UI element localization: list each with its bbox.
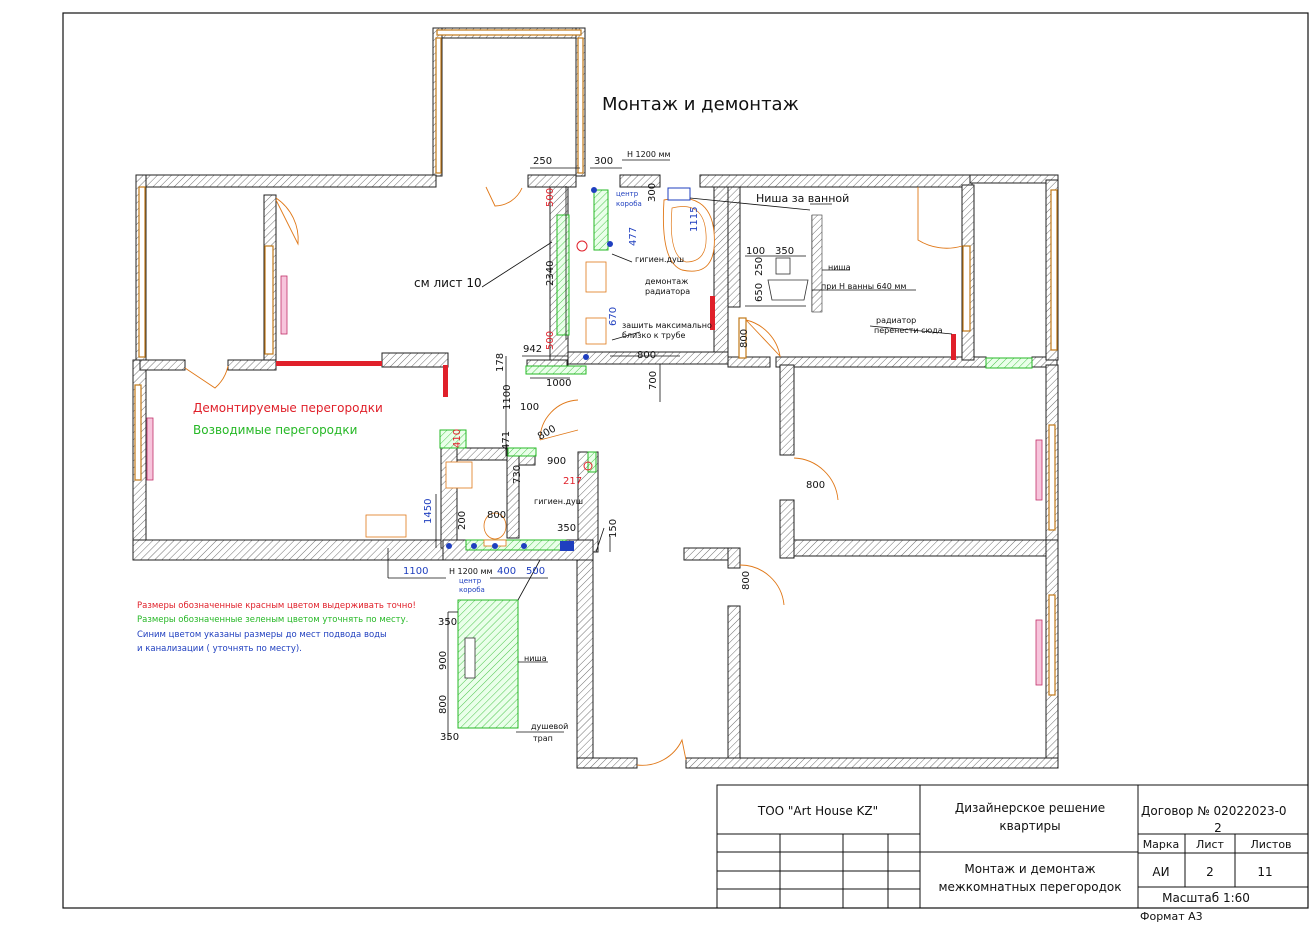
callout-box-center-2: короба [616, 200, 642, 208]
dim-label: 471 [501, 431, 512, 450]
note-green: Размеры обозначенные зеленым цветом уточ… [137, 615, 408, 625]
paper-format: Формат А3 [1140, 910, 1203, 923]
dim-label: 300 [647, 183, 658, 202]
sheet-frame [62, 12, 1309, 909]
legend-demolished: Демонтируемые перегородки [193, 401, 383, 415]
dim-label: Н 1200 мм [627, 150, 671, 159]
dim-label: 350 [438, 617, 457, 628]
callout-radiator: радиатор [876, 316, 916, 325]
dim-label: 200 [457, 511, 468, 530]
dim-label: 300 [594, 156, 613, 167]
dim-label: 217 [563, 476, 582, 487]
walls [132, 27, 1059, 769]
dim-label: 178 [495, 353, 506, 372]
callout-hygienic-shower: гигиен.душ [635, 255, 684, 264]
legend: Демонтируемые перегородки Возводимые пер… [193, 401, 383, 437]
callout-hygienic-shower-2: гигиен.душ [534, 497, 583, 506]
dim-label: 150 [608, 519, 619, 538]
dim-label: 800 [806, 480, 825, 491]
dim-label: 1450 [423, 499, 434, 524]
callout-shower-drain-2: трап [533, 734, 553, 743]
sheet-title: Монтаж и демонтаж [602, 94, 799, 115]
drawing-title-2: межкомнатных перегородок [938, 880, 1121, 894]
callouts: см лист 10 Ниша за ванной ниша при Н ван… [414, 190, 943, 743]
note-blue-2: и канализации ( уточнять по месту). [137, 644, 302, 654]
dim-label: 1115 [689, 207, 700, 232]
mark-value: АИ [1152, 865, 1169, 879]
contract-number-1: Договор № 02022023-0 [1141, 804, 1287, 818]
dim-label: 2340 [545, 261, 556, 286]
note-red: Размеры обозначенные красным цветом выде… [137, 601, 416, 611]
callout-shower-drain: душевой [531, 722, 568, 731]
dim-label: 900 [547, 456, 566, 467]
dim-label: 800 [536, 424, 558, 443]
dim-label: 500 [545, 188, 556, 207]
callout-box-center: центр [616, 190, 639, 198]
dim-label: 350 [775, 246, 794, 257]
dim-label: 500 [526, 566, 545, 577]
dim-label: 410 [452, 429, 463, 448]
door-swings [184, 186, 963, 766]
fixtures [365, 187, 823, 679]
dim-label: 100 [520, 402, 539, 413]
dim-label: 800 [637, 350, 656, 361]
dim-label: 100 [746, 246, 765, 257]
dim-label: 1000 [546, 378, 571, 389]
dim-label: 942 [523, 344, 542, 355]
callout-box-center-b2: короба [459, 586, 485, 594]
drawing-title-1: Монтаж и демонтаж [964, 862, 1095, 876]
header-sheet: Лист [1196, 838, 1224, 851]
callout-dismantle-radiator: демонтаж [645, 277, 688, 286]
dim-label: 477 [628, 227, 639, 246]
callout-niche: ниша [828, 263, 851, 272]
dim-label: 800 [438, 695, 449, 714]
dimension-lines [387, 159, 953, 740]
dim-label: 400 [497, 566, 516, 577]
dim-label: 350 [440, 732, 459, 743]
scale: Масштаб 1:60 [1162, 891, 1250, 905]
color-notes: Размеры обозначенные красным цветом выде… [137, 601, 416, 654]
dim-label: 900 [438, 651, 449, 670]
callout-see-sheet: см лист 10 [414, 276, 482, 290]
project-title-2: квартиры [999, 819, 1060, 833]
callout-dismantle-radiator-2: радиатора [645, 287, 690, 296]
note-blue-1: Синим цветом указаны размеры до мест под… [137, 630, 387, 640]
windows [134, 29, 1058, 696]
title-block: ТОО "Art House KZ" Дизайнерское решение … [716, 784, 1309, 909]
dim-label: 800 [487, 510, 506, 521]
callout-h1200: Н 1200 мм [449, 567, 493, 576]
callout-niche-shower: ниша [524, 654, 547, 663]
dim-label: 500 [545, 331, 556, 350]
callout-bath-height: при Н ванны 640 мм [821, 282, 906, 291]
sheets-total: 11 [1257, 865, 1272, 879]
dim-label: 350 [557, 523, 576, 534]
dimension-labels: 250 300 Н 1200 мм 500 300 2340 500 477 1… [403, 150, 825, 743]
callout-sew-close-2: близко к трубе [622, 331, 686, 340]
legend-built: Возводимые перегородки [193, 423, 357, 437]
company-name: ТОО "Art House KZ" [757, 804, 878, 818]
project-title-1: Дизайнерское решение [955, 801, 1105, 815]
dim-label: 730 [512, 465, 523, 484]
callout-niche-behind-bath: Ниша за ванной [756, 192, 849, 205]
dim-label: 1100 [403, 566, 428, 577]
callout-box-center-b: центр [459, 577, 482, 585]
dim-label: 670 [608, 307, 619, 326]
dim-label: 800 [741, 571, 752, 590]
dim-label: 250 [533, 156, 552, 167]
contract-number-2: 2 [1214, 821, 1222, 835]
callout-radiator-2: перенести сюда [874, 326, 943, 335]
dim-label: 800 [739, 329, 750, 348]
dim-label: 650 [754, 283, 765, 302]
dim-label: 250 [754, 257, 765, 276]
callout-sew-close: зашить максимально [622, 321, 712, 330]
dim-label: 700 [648, 371, 659, 390]
header-sheets: Листов [1250, 838, 1291, 851]
header-mark: Марка [1143, 838, 1180, 851]
dim-label: 1100 [502, 385, 513, 410]
sheet-number: 2 [1206, 865, 1214, 879]
